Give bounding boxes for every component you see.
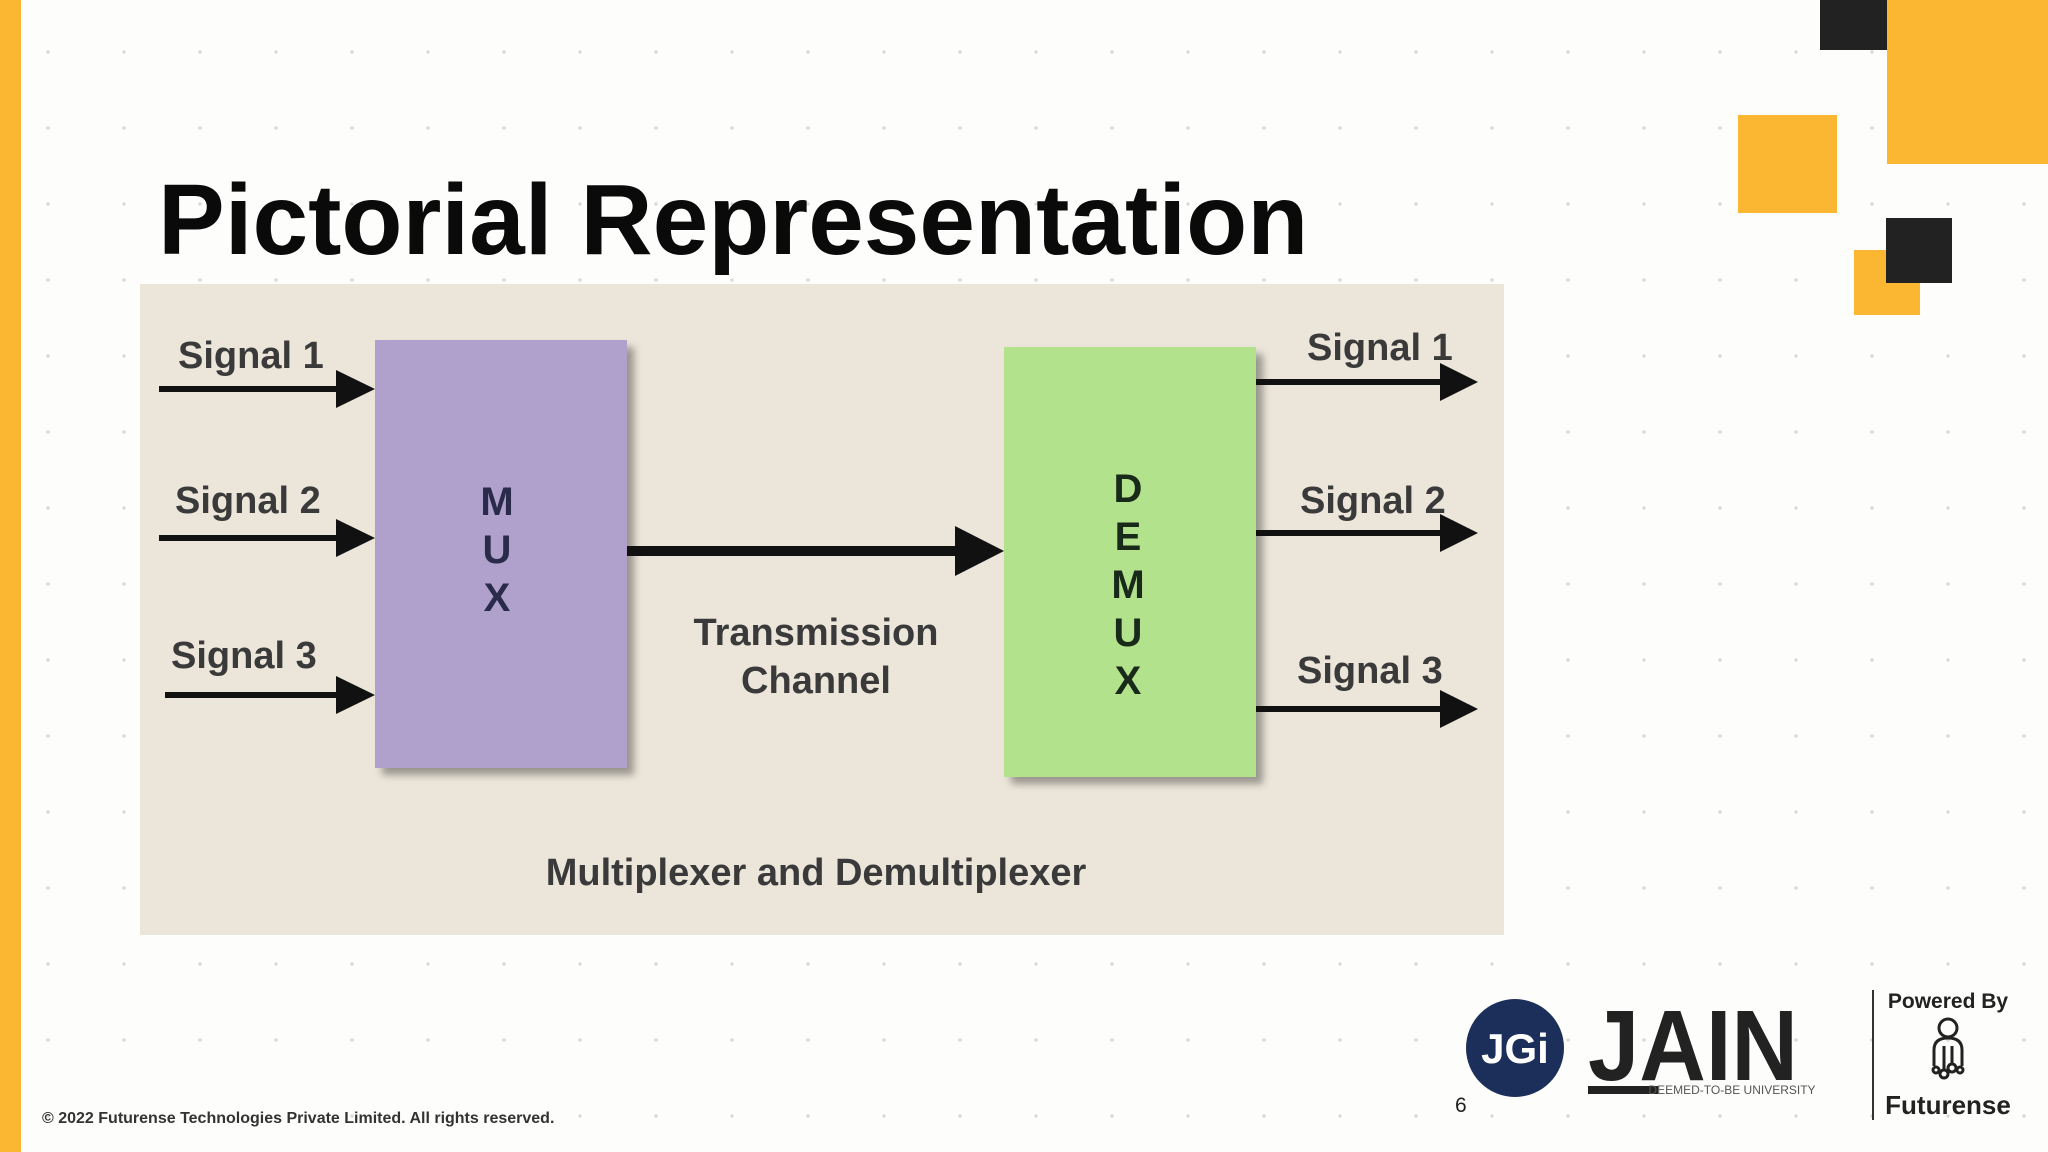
demux-letter-m: M	[1111, 563, 1144, 607]
demux-letter-x: X	[1115, 659, 1142, 703]
powered-by-label: Powered By	[1888, 990, 2009, 1013]
output-label-3: Signal 3	[1297, 650, 1443, 692]
mux-letter-x: X	[484, 576, 511, 620]
output-label-2: Signal 2	[1300, 480, 1446, 522]
mux-demux-diagram: Signal 1 Signal 2 Signal 3 Signal 1 Sign…	[140, 284, 1504, 935]
transmission-channel-arrow	[627, 526, 1004, 576]
output-arrow-1	[1256, 363, 1478, 401]
mux-letter-m: M	[480, 480, 513, 524]
slide-title: Pictorial Representation	[158, 164, 1309, 276]
demux-letter-e: E	[1115, 515, 1142, 559]
input-label-1: Signal 1	[178, 335, 324, 377]
diagram-caption: Multiplexer and Demultiplexer	[546, 852, 1087, 894]
channel-label-line2: Channel	[741, 660, 891, 702]
partner-logos: JGi JAIN DEEMED-TO-BE UNIVERSITY Powered…	[1460, 980, 2020, 1130]
demux-block	[1004, 347, 1256, 777]
input-label-3: Signal 3	[171, 635, 317, 677]
jgi-logo-text: JGi	[1481, 1025, 1549, 1072]
left-accent-bar	[0, 0, 21, 1152]
jgi-logo: JGi	[1466, 999, 1564, 1097]
channel-label-line1: Transmission	[694, 612, 939, 654]
futurense-wordmark: Futurense	[1885, 1090, 2011, 1120]
futurense-logo: Powered By Futurense	[1885, 990, 2011, 1120]
page-number: 6	[1455, 1094, 1467, 1117]
deco-square-dark-small	[1886, 218, 1952, 283]
copyright-notice: © 2022 Futurense Technologies Private Li…	[42, 1110, 555, 1127]
output-arrow-3	[1256, 690, 1478, 728]
deco-square-dark-top	[1820, 0, 1887, 50]
input-arrow-3	[165, 676, 375, 714]
demux-letter-d: D	[1114, 467, 1143, 511]
input-arrow-2	[159, 519, 375, 557]
jain-logo: JAIN DEEMED-TO-BE UNIVERSITY	[1588, 990, 1816, 1102]
input-arrow-1	[159, 370, 375, 408]
input-label-2: Signal 2	[175, 480, 321, 522]
jain-underline-bar	[1588, 1086, 1658, 1094]
deco-square-yellow-large	[1887, 0, 2048, 164]
futurense-person-icon	[1931, 1017, 1965, 1080]
mux-letter-u: U	[483, 528, 512, 572]
demux-letter-u: U	[1114, 611, 1143, 655]
mux-block	[375, 340, 627, 768]
output-label-1: Signal 1	[1307, 327, 1453, 369]
output-arrow-2	[1256, 514, 1478, 552]
jain-tagline: DEEMED-TO-BE UNIVERSITY	[1648, 1083, 1815, 1097]
deco-square-yellow-mid	[1738, 115, 1837, 213]
jain-wordmark: JAIN	[1588, 990, 1798, 1102]
